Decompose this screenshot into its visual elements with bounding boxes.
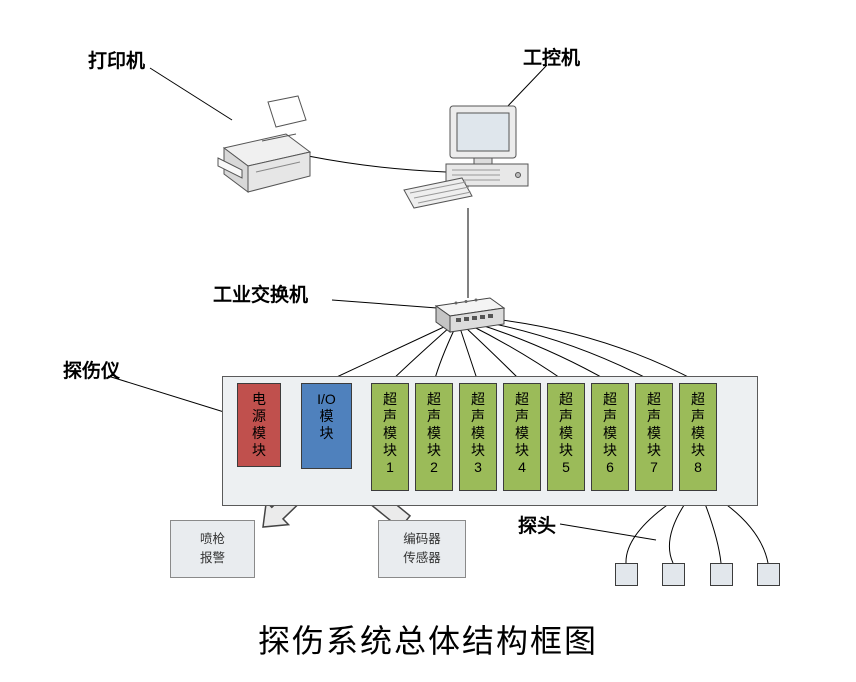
ultrasonic-module-4: 超 声 模 块 4 — [503, 383, 541, 491]
spray-alarm-box: 喷枪 报警 — [170, 520, 255, 578]
switch-illustration — [434, 297, 506, 333]
probe-label: 探头 — [518, 516, 557, 537]
probe-1 — [615, 563, 638, 586]
ultrasonic-module-8: 超 声 模 块 8 — [679, 383, 717, 491]
ultrasonic-module-2: 超 声 模 块 2 — [415, 383, 453, 491]
ultrasonic-module-5: 超 声 模 块 5 — [547, 383, 585, 491]
encoder-sensor-box: 编码器 传感器 — [378, 520, 466, 578]
detector-label-line — [107, 375, 225, 413]
switch-label: 工业交换机 — [213, 285, 309, 306]
computer-label-line — [505, 64, 548, 109]
switch-label-line — [331, 299, 438, 309]
probe-label-line — [559, 523, 657, 541]
ultrasonic-module-3: 超 声 模 块 3 — [459, 383, 497, 491]
probe-4 — [757, 563, 780, 586]
probe-2 — [662, 563, 685, 586]
ultrasonic-module-7: 超 声 模 块 7 — [635, 383, 673, 491]
detector-label: 探伤仪 — [63, 361, 121, 382]
computer-label: 工控机 — [523, 48, 581, 69]
printer-illustration — [217, 95, 312, 193]
computer-illustration — [403, 105, 529, 209]
ultrasonic-module-6: 超 声 模 块 6 — [591, 383, 629, 491]
ultrasonic-module-1: 超 声 模 块 1 — [371, 383, 409, 491]
switch-module-cables — [325, 317, 699, 383]
io-module: I/O 模 块 — [301, 383, 352, 469]
printer-label-line — [149, 67, 233, 121]
printer-computer-cable — [307, 155, 447, 173]
diagram-title: 探伤系统总体结构框图 — [257, 623, 598, 659]
probe-3 — [710, 563, 733, 586]
power-module: 电 源 模 块 — [237, 383, 281, 467]
printer-label: 打印机 — [88, 51, 146, 72]
